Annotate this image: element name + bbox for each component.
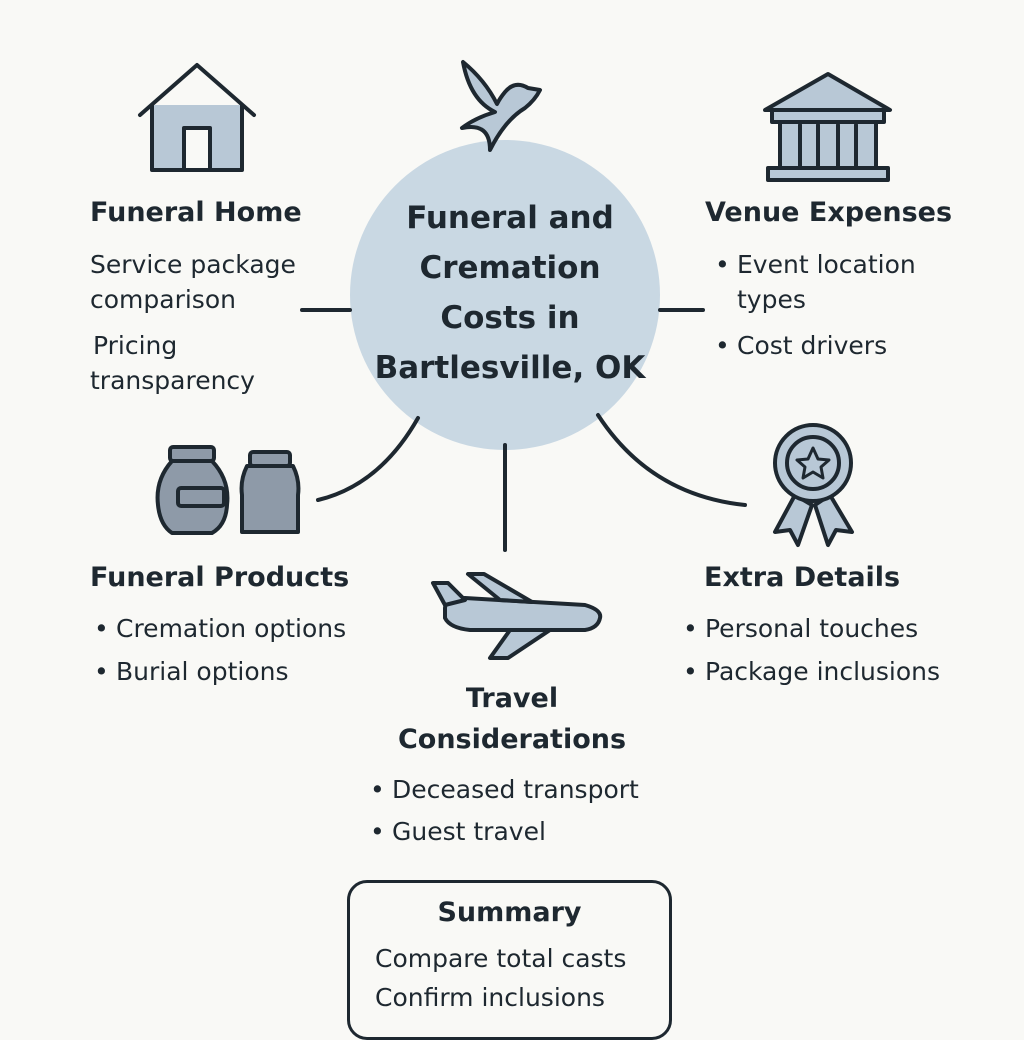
center-title-line: Bartlesville, OK bbox=[374, 350, 646, 386]
travel-item: Deceased transport bbox=[370, 773, 639, 807]
products-title: Funeral Products bbox=[90, 562, 350, 593]
urns-icon bbox=[155, 445, 301, 535]
extra-item: Package inclusions bbox=[683, 655, 940, 689]
extra-item: Personal touches bbox=[683, 612, 918, 646]
venue-item: Cost drivers bbox=[715, 329, 887, 363]
travel-title: Travel bbox=[465, 683, 559, 714]
summary-item: Confirm inclusions bbox=[375, 983, 605, 1012]
funeral-home-item: transparency bbox=[90, 366, 255, 395]
products-item: Cremation options bbox=[94, 612, 346, 646]
house-icon bbox=[138, 63, 256, 172]
summary-title: Summary bbox=[437, 897, 582, 928]
funeral-home-title: Funeral Home bbox=[90, 197, 302, 228]
center-title-line: Costs in bbox=[440, 300, 580, 336]
extra-title: Extra Details bbox=[704, 562, 901, 593]
dove-icon bbox=[460, 60, 542, 152]
summary-item: Compare total casts bbox=[375, 944, 627, 973]
building-icon bbox=[763, 72, 892, 182]
airplane-icon bbox=[431, 572, 603, 660]
center-title-line: Cremation bbox=[419, 250, 601, 286]
funeral-home-item: comparison bbox=[90, 285, 236, 314]
venue-item: Event location bbox=[715, 248, 916, 282]
funeral-home-item: Service package bbox=[90, 250, 296, 279]
funeral-home-item: Pricing bbox=[93, 331, 178, 360]
center-title-line: Funeral and bbox=[406, 200, 614, 236]
center-title: Funeral and Cremation Costs in Bartlesvi… bbox=[360, 193, 660, 393]
center-circle bbox=[350, 140, 660, 450]
travel-title: Considerations bbox=[397, 724, 627, 755]
travel-item: Guest travel bbox=[370, 815, 546, 849]
award-medal-icon bbox=[773, 423, 854, 547]
connector-lines bbox=[300, 308, 747, 552]
products-item: Burial options bbox=[94, 655, 288, 689]
venue-item: types bbox=[737, 285, 806, 314]
venue-title: Venue Expenses bbox=[705, 197, 953, 228]
